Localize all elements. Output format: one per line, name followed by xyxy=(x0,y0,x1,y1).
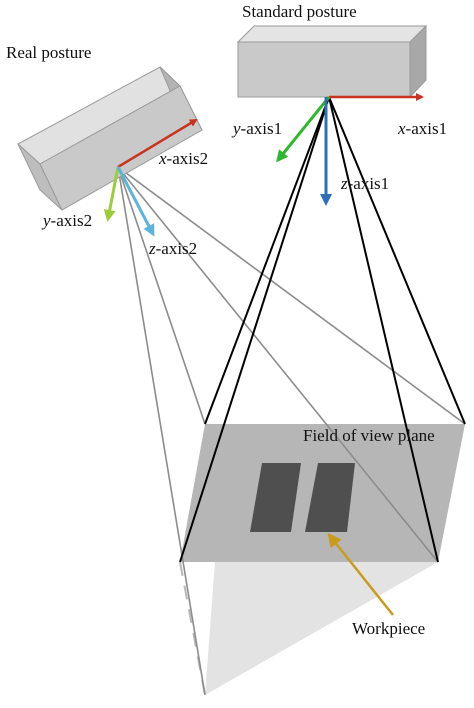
workpiece-label: Workpiece xyxy=(352,619,425,638)
standard-posture-label: Standard posture xyxy=(242,2,357,21)
y-axis2-arrow xyxy=(103,166,120,222)
y-axis1-label: y-axis1 xyxy=(231,119,282,138)
field-of-view-plane-label: Field of view plane xyxy=(303,426,435,445)
x-axis2-arrow xyxy=(117,118,198,169)
workpiece-right-block xyxy=(305,463,355,532)
z-axis1-label: z-axis1 xyxy=(340,174,389,193)
z-axis2-label: z-axis2 xyxy=(148,239,197,258)
workpiece-left-block xyxy=(250,463,301,532)
y-axis1-arrow xyxy=(276,96,331,163)
workpiece-pointer-arrow xyxy=(327,532,394,616)
real-posture-projection-lines xyxy=(117,166,466,696)
standard-posture-camera xyxy=(236,24,428,99)
standard-posture-projection-lines xyxy=(179,96,466,563)
projected-field-region xyxy=(205,562,438,695)
x-axis1-label: x-axis1 xyxy=(397,119,447,138)
z-axis2-arrow xyxy=(116,166,155,237)
x-axis2-label: x-axis2 xyxy=(158,149,208,168)
real-posture-camera xyxy=(17,66,203,211)
real-posture-label: Real posture xyxy=(6,43,91,62)
y-axis2-label: y-axis2 xyxy=(41,211,92,230)
